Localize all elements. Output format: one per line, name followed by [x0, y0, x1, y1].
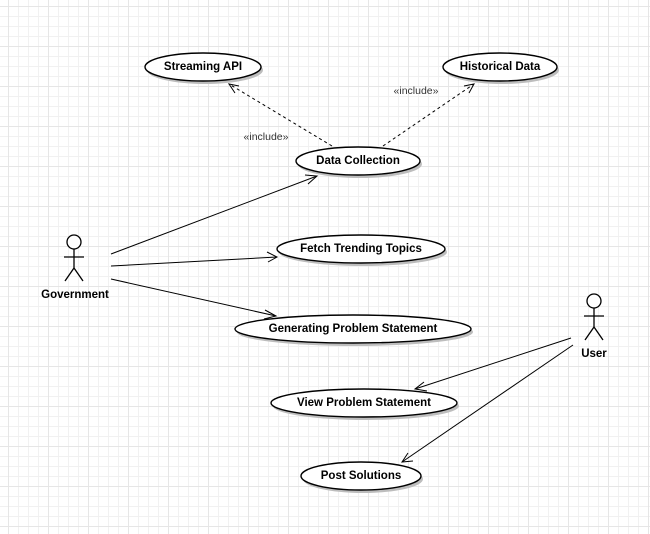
association-government-generating-problem-statement[interactable] [110, 278, 278, 320]
usecase-fetch-trending-topics-label: Fetch Trending Topics [300, 243, 422, 255]
association-user-post-solutions[interactable] [401, 344, 574, 463]
usecase-data-collection-label: Data Collection [316, 155, 400, 167]
usecase-data-collection[interactable]: Data Collection [295, 146, 422, 178]
include-data-collection-historical-data[interactable] [382, 83, 475, 147]
usecase-streaming-api-label: Streaming API [164, 61, 242, 73]
actor-user[interactable]: User [581, 293, 607, 360]
usecase-streaming-api[interactable]: Streaming API [144, 52, 263, 84]
usecase-fetch-trending-topics[interactable]: Fetch Trending Topics [276, 234, 447, 266]
actor-user-label: User [581, 348, 607, 360]
actor-government[interactable]: Government [41, 234, 109, 301]
usecase-post-solutions[interactable]: Post Solutions [300, 461, 423, 493]
association-user-view-problem-statement[interactable] [413, 337, 572, 392]
usecase-view-problem-statement[interactable]: View Problem Statement [270, 388, 459, 420]
usecase-view-problem-statement-label: View Problem Statement [297, 397, 431, 409]
usecase-generating-problem-statement-label: Generating Problem Statement [269, 323, 438, 335]
stick-figure-icon [64, 234, 84, 282]
usecase-generating-problem-statement[interactable]: Generating Problem Statement [234, 314, 473, 346]
include-label-historical: «include» [394, 85, 439, 97]
include-data-collection-streaming-api[interactable] [227, 83, 333, 147]
usecase-historical-data[interactable]: Historical Data [442, 52, 559, 84]
actor-government-label: Government [41, 289, 109, 301]
include-label-streaming: «include» [244, 131, 289, 143]
usecase-historical-data-label: Historical Data [460, 61, 541, 73]
stick-figure-icon [584, 293, 604, 341]
association-government-data-collection[interactable] [110, 174, 319, 255]
association-government-fetch-trending-topics[interactable] [110, 251, 279, 267]
usecase-post-solutions-label: Post Solutions [321, 470, 402, 482]
